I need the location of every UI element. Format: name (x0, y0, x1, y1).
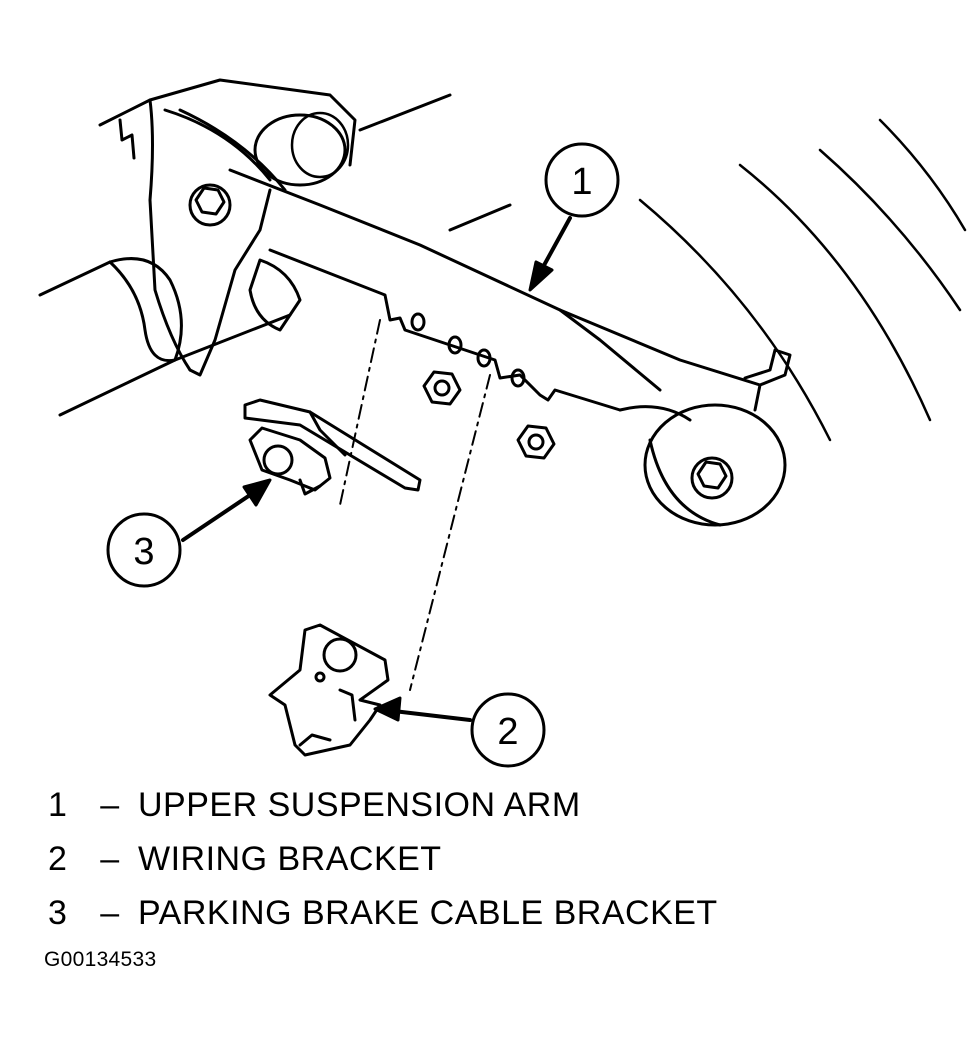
nut-icon (422, 370, 462, 406)
callout-number-2: 2 (497, 711, 518, 753)
frame-bracket (98, 78, 357, 377)
legend: 1 – UPPER SUSPENSION ARM 2 – WIRING BRAC… (48, 786, 948, 948)
legend-item: 3 – PARKING BRAKE CABLE BRACKET (48, 894, 948, 948)
callout-arrow-3 (181, 478, 272, 542)
alignment-lines (339, 319, 491, 691)
callout-arrow-1 (528, 216, 572, 292)
figure-id: G00134533 (44, 948, 157, 971)
parking-brake-cable-bracket (243, 398, 422, 496)
legend-number: 1 (48, 786, 68, 824)
callout-1: 1 (544, 142, 620, 218)
legend-dash: – (100, 840, 120, 878)
legend-number: 2 (48, 840, 68, 878)
outer-bolt-icon (690, 456, 734, 500)
tire-outline (638, 118, 967, 442)
callout-number-1: 1 (571, 161, 592, 203)
legend-dash: – (100, 894, 120, 932)
legend-number: 3 (48, 894, 68, 932)
upper-suspension-arm (228, 168, 792, 527)
callout-arrow-2 (373, 696, 472, 722)
callout-number-3: 3 (133, 531, 154, 573)
legend-label: WIRING BRACKET (138, 840, 442, 878)
suspension-arm-illustration: 1 2 3 (38, 78, 967, 768)
nut-icon (516, 424, 556, 460)
legend-item: 1 – UPPER SUSPENSION ARM (48, 786, 948, 840)
legend-label: UPPER SUSPENSION ARM (138, 786, 581, 824)
callout-3: 3 (106, 512, 182, 588)
legend-label: PARKING BRAKE CABLE BRACKET (138, 894, 718, 932)
legend-item: 2 – WIRING BRACKET (48, 840, 948, 894)
bolt-icon (188, 183, 232, 227)
axle-tube (38, 93, 512, 417)
callout-2: 2 (470, 692, 546, 768)
legend-dash: – (100, 786, 120, 824)
wiring-bracket (268, 623, 390, 757)
